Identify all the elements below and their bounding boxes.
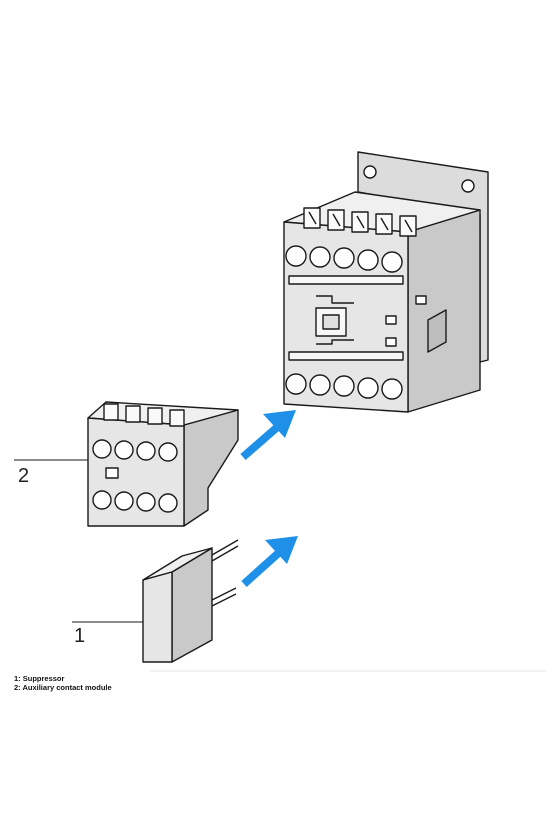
legend-item-1: 1: Suppressor: [14, 674, 65, 683]
callout-1-number: 1: [74, 625, 85, 647]
legend: 1: Suppressor 2: Auxiliary contact modul…: [14, 674, 112, 692]
callout-1: 1: [72, 621, 143, 647]
auxiliary-contact-module-drawing: [87, 401, 239, 527]
mounting-arrow-lower: [241, 536, 298, 587]
mounting-arrow-upper: [240, 410, 296, 461]
legend-item-2: 2: Auxiliary contact module: [14, 683, 112, 692]
callout-2: 2: [14, 459, 88, 487]
callout-2-number: 2: [18, 465, 29, 487]
suppressor-drawing: [142, 539, 239, 663]
contactor-drawing: [283, 151, 489, 413]
